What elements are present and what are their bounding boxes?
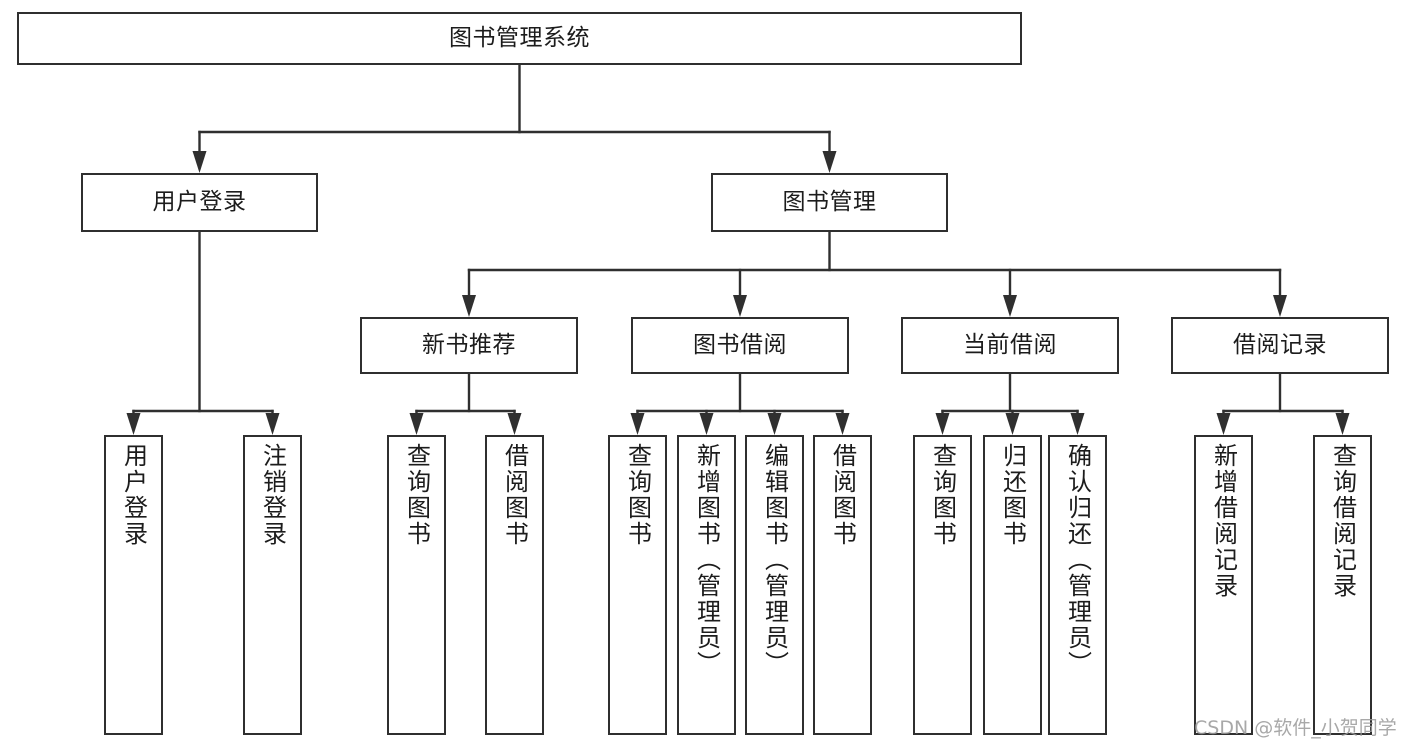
arrowhead-book-manage-3: [1273, 295, 1287, 317]
node-label: 确认归还（管理员）: [1063, 443, 1092, 677]
node-label: 归还图书: [998, 443, 1027, 547]
node-book-borrow[interactable]: 图书借阅: [631, 317, 849, 374]
node-leaf-query-book-1[interactable]: 查询图书: [387, 435, 446, 735]
node-new-book-rec[interactable]: 新书推荐: [360, 317, 578, 374]
arrowhead-root-1: [822, 151, 837, 173]
node-leaf-confirm-return[interactable]: 确认归还（管理员）: [1048, 435, 1107, 735]
node-leaf-add-record[interactable]: 新增借阅记录: [1194, 435, 1253, 735]
arrowhead-book-manage-1: [733, 295, 747, 317]
node-label: 查询图书: [623, 443, 652, 547]
node-label: 用户登录: [119, 443, 148, 547]
arrowhead-current-borrow-2: [1070, 413, 1085, 435]
node-label: 查询借阅记录: [1328, 443, 1357, 599]
arrowhead-user-login-1: [265, 413, 280, 435]
node-label: 当前借阅: [963, 332, 1057, 359]
arrowhead-book-manage-0: [462, 295, 476, 317]
arrowhead-current-borrow-1: [1005, 413, 1020, 435]
arrowhead-borrow-record-1: [1335, 413, 1350, 435]
node-book-manage[interactable]: 图书管理: [711, 173, 948, 232]
node-borrow-record[interactable]: 借阅记录: [1171, 317, 1389, 374]
node-leaf-borrow-book-2[interactable]: 借阅图书: [813, 435, 872, 735]
node-label: 用户登录: [152, 189, 247, 216]
node-label: 注销登录: [258, 443, 287, 547]
node-leaf-borrow-book-1[interactable]: 借阅图书: [485, 435, 544, 735]
node-leaf-query-record[interactable]: 查询借阅记录: [1313, 435, 1372, 735]
node-label: 借阅图书: [828, 443, 857, 547]
node-leaf-query-book-2[interactable]: 查询图书: [608, 435, 667, 735]
node-root[interactable]: 图书管理系统: [17, 12, 1022, 65]
arrowhead-new-book-rec-1: [507, 413, 522, 435]
node-leaf-query-book-3[interactable]: 查询图书: [913, 435, 972, 735]
node-leaf-return-book[interactable]: 归还图书: [983, 435, 1042, 735]
node-leaf-edit-book[interactable]: 编辑图书（管理员）: [745, 435, 804, 735]
node-label: 新增借阅记录: [1209, 443, 1238, 599]
node-label: 新书推荐: [422, 332, 516, 359]
arrowhead-book-borrow-3: [835, 413, 850, 435]
node-label: 借阅记录: [1233, 332, 1327, 359]
node-leaf-add-book[interactable]: 新增图书（管理员）: [677, 435, 736, 735]
arrowhead-book-borrow-2: [767, 413, 782, 435]
node-label: 查询图书: [402, 443, 431, 547]
node-label: 图书管理系统: [449, 25, 590, 52]
node-user-login[interactable]: 用户登录: [81, 173, 318, 232]
node-label: 新增图书（管理员）: [692, 443, 721, 677]
node-label: 图书借阅: [693, 332, 787, 359]
node-label: 编辑图书（管理员）: [760, 443, 789, 677]
node-current-borrow[interactable]: 当前借阅: [901, 317, 1119, 374]
csdn-watermark: CSDN @软件_小贺同学: [1194, 717, 1397, 739]
arrowhead-current-borrow-0: [935, 413, 950, 435]
arrowhead-book-borrow-0: [630, 413, 645, 435]
node-leaf-user-login[interactable]: 用户登录: [104, 435, 163, 735]
arrowhead-new-book-rec-0: [409, 413, 424, 435]
node-label: 借阅图书: [500, 443, 529, 547]
node-label: 图书管理: [782, 189, 877, 216]
arrowhead-book-borrow-1: [699, 413, 714, 435]
node-label: 查询图书: [928, 443, 957, 547]
node-leaf-logout[interactable]: 注销登录: [243, 435, 302, 735]
arrowhead-book-manage-2: [1003, 295, 1017, 317]
arrowhead-user-login-0: [126, 413, 141, 435]
arrowhead-root-0: [192, 151, 207, 173]
arrowhead-borrow-record-0: [1216, 413, 1231, 435]
